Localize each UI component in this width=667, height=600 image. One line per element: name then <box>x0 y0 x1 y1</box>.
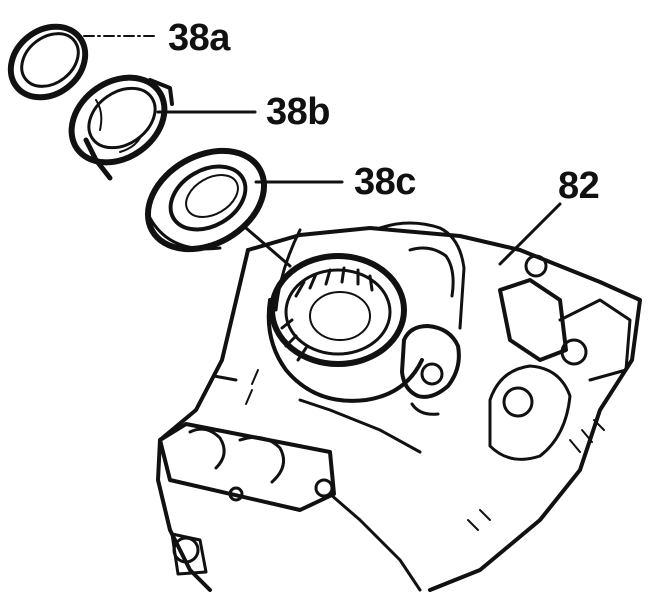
callout-82: 82 <box>558 165 599 207</box>
part-38a-seal-ring <box>7 23 89 101</box>
leader-lines <box>83 35 562 268</box>
callout-38b: 38b <box>266 91 330 133</box>
part-82-housing <box>156 221 642 592</box>
callout-38c: 38c <box>354 161 416 203</box>
part-38b-retaining-clip <box>68 74 174 181</box>
leader-82 <box>498 202 562 266</box>
axis-line <box>244 226 292 268</box>
part-38c-bearing-ring <box>144 147 268 253</box>
callout-38a: 38a <box>168 17 231 59</box>
